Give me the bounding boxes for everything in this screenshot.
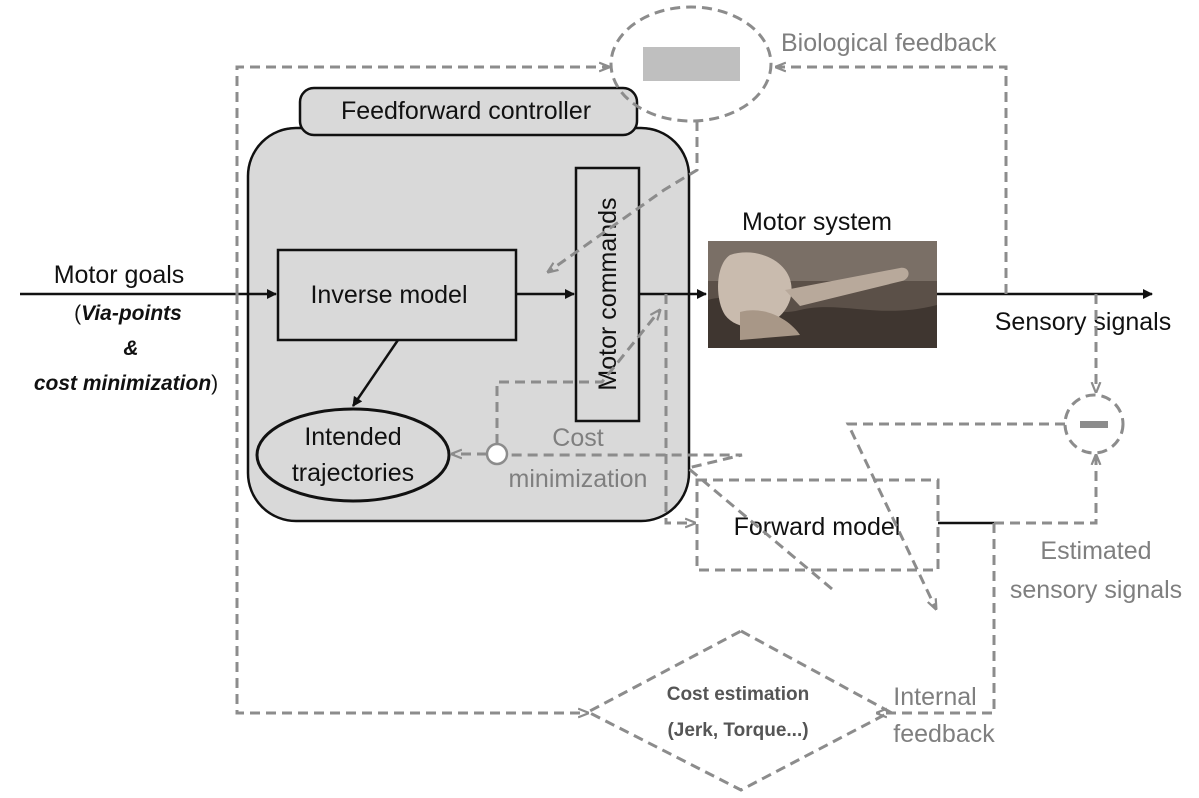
internal-feedback-label-2: feedback (893, 720, 995, 748)
forward-model-label: Forward model (734, 513, 901, 541)
cost-minimization-node (485, 442, 509, 466)
cost-minimization-input-label: cost minimization) (34, 372, 218, 395)
comparator-internal-feedback-dashed (845, 422, 1065, 609)
comparator-circle (1063, 393, 1125, 455)
via-points-label: (Via-points (74, 302, 182, 325)
cost-estimation-line2: (Jerk, Torque...) (667, 720, 808, 741)
cost-minimization-label-1: Cost (552, 424, 603, 452)
biological-feedback-block (643, 47, 740, 81)
inverse-to-intended-arrow (351, 339, 400, 407)
biofeedback-to-inverse-dashed (548, 121, 699, 272)
feedforward-controller-tab (298, 86, 639, 137)
cost-minimization-label-2: minimization (509, 465, 648, 493)
biological-feedback-ellipse (609, 5, 773, 123)
node-to-motor-commands-dashed (495, 310, 660, 444)
estimated-sensory-label-2: sensory signals (1010, 576, 1182, 604)
forward-model-box (695, 478, 940, 572)
inverse-model-label: Inverse model (310, 281, 467, 309)
goals-to-biofeedback-dashed (235, 67, 609, 294)
intended-trajectories-line2: trajectories (292, 459, 414, 487)
intended-trajectories-line1: Intended (304, 423, 401, 451)
motor-system-photo (708, 241, 937, 348)
internal-feedback-label-1: Internal (893, 683, 976, 711)
intended-trajectories-ellipse (255, 407, 451, 503)
motor-system-label: Motor system (742, 208, 892, 236)
sensory-signals-label: Sensory signals (995, 308, 1171, 336)
motor-commands-label: Motor commands (594, 197, 622, 390)
motor-goals-label: Motor goals (54, 261, 185, 289)
feedforward-controller-label: Feedforward controller (341, 97, 591, 125)
goals-to-cost-estimation-dashed (235, 294, 588, 713)
estimated-sensory-label-1: Estimated (1040, 537, 1151, 565)
motor-commands-to-forward-dashed (664, 294, 695, 523)
cost-estimation-to-min-dashed (508, 453, 833, 591)
comparator-minus (1080, 421, 1108, 428)
cost-estimation-line1: Cost estimation (667, 684, 810, 705)
forward-to-comparator-dashed (994, 455, 1096, 525)
biological-feedback-label: Biological feedback (781, 29, 997, 57)
ampersand-label: & (123, 337, 138, 360)
cost-estimation-diamond (584, 629, 894, 792)
sensory-to-biofeedback-dashed (776, 67, 1008, 294)
